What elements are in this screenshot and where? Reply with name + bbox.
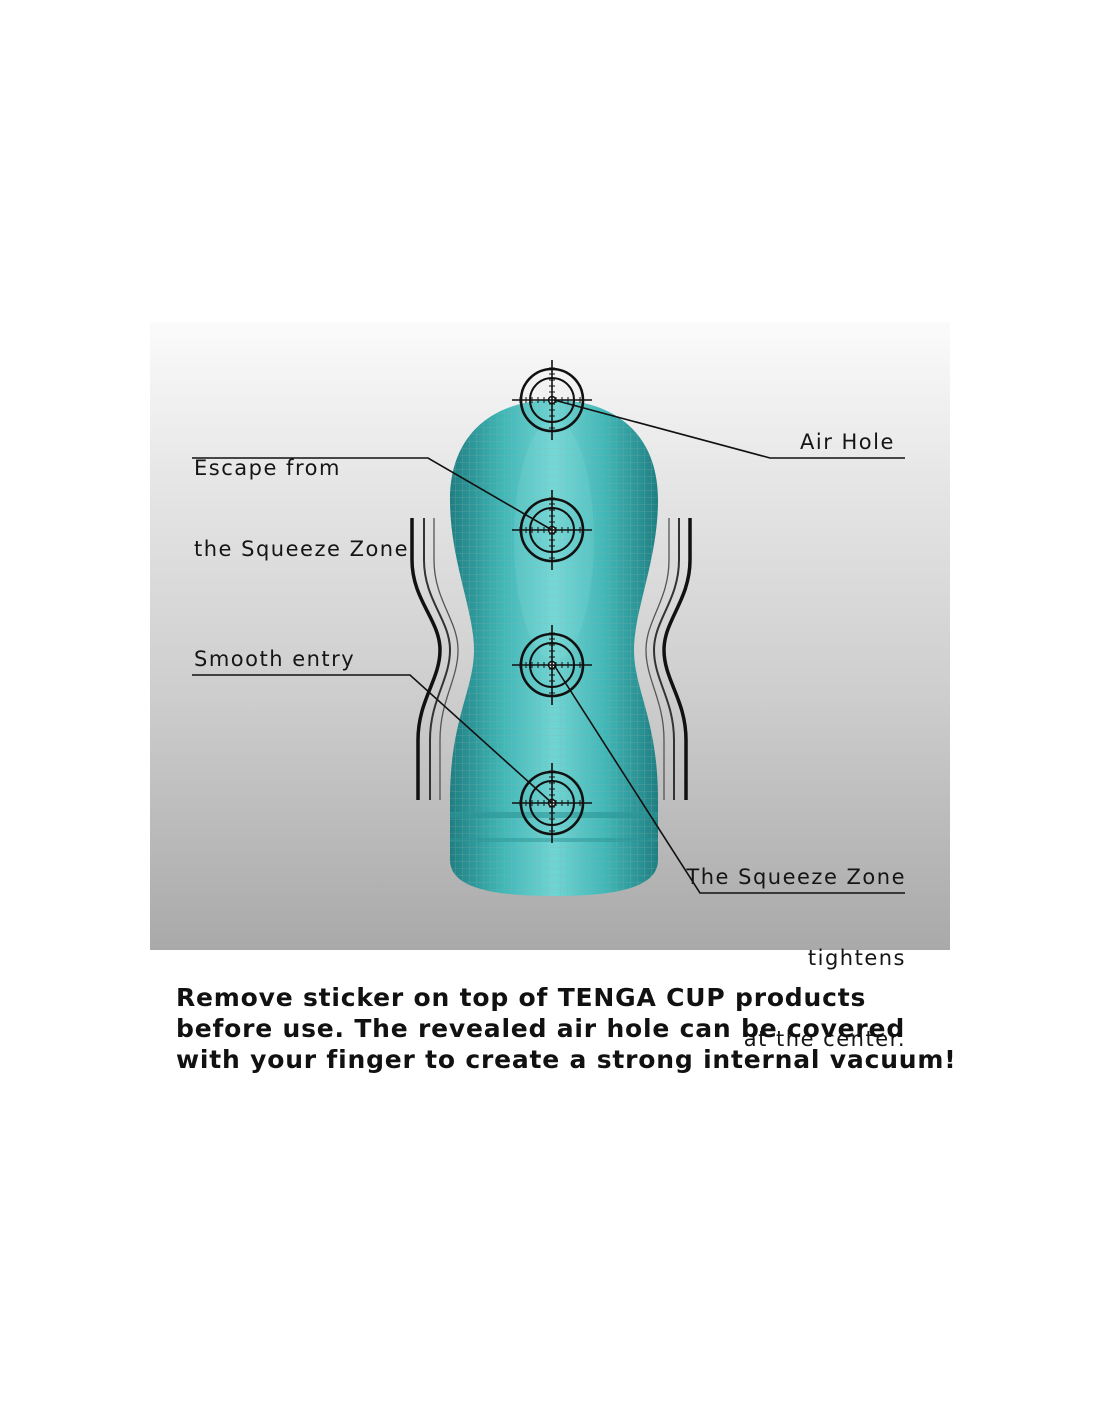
label-escape: Escape from the Squeeze Zone bbox=[194, 401, 409, 590]
leader-escape bbox=[192, 457, 553, 531]
label-squeeze-line1: The Squeeze Zone bbox=[686, 865, 906, 889]
caption-text: Remove sticker on top of TENGA CUP produ… bbox=[176, 982, 956, 1075]
caption-line-1: Remove sticker on top of TENGA CUP produ… bbox=[176, 983, 867, 1012]
caption-line-2: before use. The revealed air hole can be… bbox=[176, 1014, 906, 1043]
cup-body bbox=[450, 400, 658, 896]
label-smooth-entry: Smooth entry bbox=[194, 647, 356, 671]
leader-lines bbox=[192, 399, 905, 894]
label-escape-line2: the Squeeze Zone bbox=[194, 537, 410, 561]
squeeze-lines-right bbox=[645, 518, 692, 800]
label-air-hole: Air Hole bbox=[800, 430, 895, 454]
label-squeeze-line2: tightens bbox=[807, 946, 906, 970]
crosshair-air-hole bbox=[512, 360, 592, 440]
leader-air-hole bbox=[553, 399, 905, 459]
crosshair-squeeze bbox=[512, 625, 592, 705]
leader-squeeze-zone bbox=[553, 664, 905, 894]
squeeze-lines-left bbox=[410, 518, 459, 800]
label-squeeze-zone: The Squeeze Zone tightens at the center. bbox=[676, 810, 906, 1080]
crosshair-smooth-entry bbox=[512, 763, 592, 843]
leader-smooth-entry bbox=[192, 674, 553, 804]
caption-line-3: with your finger to create a strong inte… bbox=[176, 1045, 957, 1074]
label-squeeze-line3: at the center. bbox=[743, 1027, 906, 1051]
label-escape-line1: Escape from bbox=[194, 456, 341, 480]
